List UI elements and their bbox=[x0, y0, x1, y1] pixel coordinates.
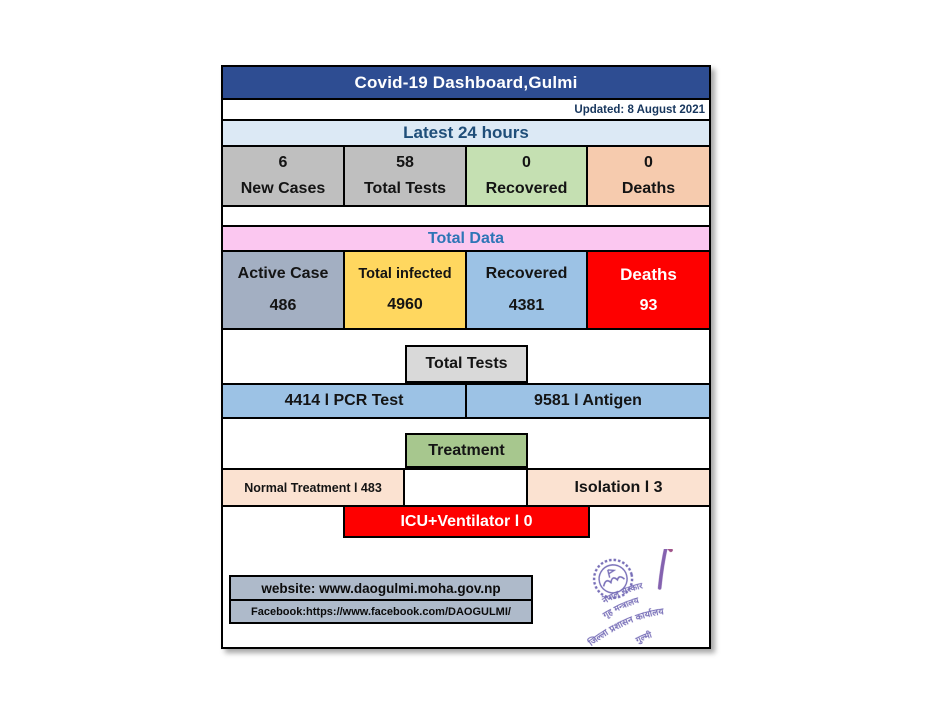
page-title: Covid-19 Dashboard,Gulmi bbox=[354, 72, 578, 92]
stat-deaths-24h: 0 Deaths bbox=[588, 147, 709, 205]
pcr-test-label: 4414 l PCR Test bbox=[284, 392, 404, 409]
treatment-section: Treatment bbox=[223, 419, 709, 470]
dashboard-title-bar: Covid-19 Dashboard,Gulmi bbox=[223, 67, 709, 100]
latest-24-hours-title: Latest 24 hours bbox=[403, 123, 529, 142]
total-data-row: Active Case 486 Total infected 4960 Reco… bbox=[223, 252, 709, 330]
stat-new-cases: 6 New Cases bbox=[223, 147, 345, 205]
normal-treatment-cell: Normal Treatment l 483 bbox=[223, 470, 405, 505]
total-tests-section: Total Tests bbox=[223, 330, 709, 385]
total-tests-24h-label: Total Tests bbox=[363, 179, 447, 197]
deaths-total-value: 93 bbox=[639, 297, 658, 315]
stat-recovered-total: Recovered 4381 bbox=[467, 252, 588, 328]
stat-active-case: Active Case 486 bbox=[223, 252, 345, 328]
updated-bar: Updated: 8 August 2021 bbox=[223, 100, 709, 121]
normal-treatment-label: Normal Treatment l 483 bbox=[244, 480, 382, 495]
treatment-breakdown-row: Normal Treatment l 483 Isolation l 3 bbox=[223, 470, 709, 507]
deaths-24h-value: 0 bbox=[644, 154, 653, 172]
active-case-label: Active Case bbox=[237, 265, 329, 283]
total-tests-box-label: Total Tests bbox=[425, 355, 508, 372]
stat-recovered-24h: 0 Recovered bbox=[467, 147, 588, 205]
facebook-link-text: Facebook:https://www.facebook.com/DAOGUL… bbox=[251, 605, 511, 618]
stat-deaths-total: Deaths 93 bbox=[588, 252, 709, 328]
total-infected-value: 4960 bbox=[387, 296, 423, 313]
svg-text:जिल्ला प्रशासन कार्यालय: जिल्ला प्रशासन कार्यालय bbox=[581, 604, 669, 650]
antigen-test-cell: 9581 l Antigen bbox=[467, 385, 709, 417]
new-cases-value: 6 bbox=[278, 154, 288, 172]
active-case-value: 486 bbox=[269, 296, 297, 314]
website-link[interactable]: website: www.daogulmi.moha.gov.np bbox=[231, 577, 531, 601]
covid-dashboard-panel: Covid-19 Dashboard,Gulmi Updated: 8 Augu… bbox=[221, 65, 711, 650]
latest-24-hours-header: Latest 24 hours bbox=[223, 121, 709, 147]
svg-text:गुल्मी: गुल्मी bbox=[633, 629, 655, 647]
total-data-title: Total Data bbox=[427, 229, 505, 247]
total-tests-box: Total Tests bbox=[405, 345, 528, 383]
total-tests-24h-value: 58 bbox=[396, 154, 414, 172]
recovered-24h-label: Recovered bbox=[485, 179, 568, 197]
deaths-total-label: Deaths bbox=[620, 264, 677, 284]
links-box: website: www.daogulmi.moha.gov.np Facebo… bbox=[229, 575, 533, 624]
spacer-row bbox=[223, 207, 709, 227]
footer-area: ICU+Ventilator l 0 website: www.daogulmi… bbox=[223, 505, 709, 650]
tests-breakdown-row: 4414 l PCR Test 9581 l Antigen bbox=[223, 385, 709, 419]
facebook-link[interactable]: Facebook:https://www.facebook.com/DAOGUL… bbox=[231, 601, 531, 622]
total-data-header: Total Data bbox=[223, 227, 709, 252]
icu-ventilator-box: ICU+Ventilator l 0 bbox=[343, 505, 590, 538]
antigen-test-label: 9581 l Antigen bbox=[534, 392, 642, 409]
official-stamp-icon: नेपाल सरकार गृह मन्त्रालय जिल्ला प्रशासन… bbox=[581, 549, 673, 650]
stamp-line-3: जिल्ला प्रशासन कार्यालय bbox=[581, 604, 669, 650]
total-infected-label: Total infected bbox=[358, 266, 452, 282]
deaths-24h-label: Deaths bbox=[621, 179, 676, 197]
treatment-box-label: Treatment bbox=[428, 441, 505, 459]
latest-24-hours-row: 6 New Cases 58 Total Tests 0 Recovered 0… bbox=[223, 147, 709, 207]
stat-total-tests-24h: 58 Total Tests bbox=[345, 147, 467, 205]
treatment-box: Treatment bbox=[405, 433, 528, 468]
pcr-test-cell: 4414 l PCR Test bbox=[223, 385, 467, 417]
isolation-cell: Isolation l 3 bbox=[528, 470, 709, 505]
new-cases-label: New Cases bbox=[240, 179, 326, 197]
treatment-empty-cell bbox=[405, 470, 528, 505]
updated-timestamp: Updated: 8 August 2021 bbox=[574, 103, 705, 116]
recovered-total-label: Recovered bbox=[485, 265, 568, 283]
icu-ventilator-label: ICU+Ventilator l 0 bbox=[400, 512, 533, 530]
stat-total-infected: Total infected 4960 bbox=[345, 252, 467, 328]
isolation-label: Isolation l 3 bbox=[574, 478, 663, 496]
recovered-total-value: 4381 bbox=[508, 296, 545, 314]
recovered-24h-value: 0 bbox=[522, 154, 531, 172]
website-link-text: website: www.daogulmi.moha.gov.np bbox=[261, 580, 501, 596]
stamp-line-4: गुल्मी bbox=[633, 629, 655, 647]
